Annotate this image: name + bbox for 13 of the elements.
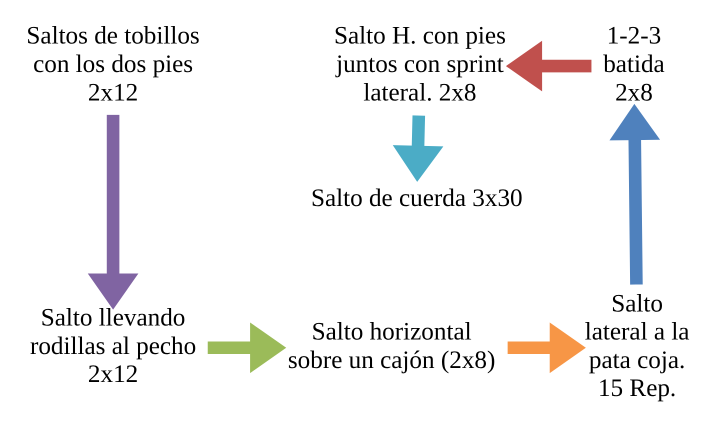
node-text: Salto de cuerda 3x30 [310,184,523,212]
node-text: Salto horizontal sobre un cajón (2x8) [288,318,496,374]
node-text: Salto llevando rodillas al pecho 2x12 [30,304,196,388]
arrow [392,114,444,182]
node-text: Saltos de tobillos con los dos pies 2x12 [26,22,200,106]
arrow [508,322,586,373]
node-text: 1-2-3 batida 2x8 [603,22,665,106]
node-text: Salto lateral a la pata coja. 15 Rep. [584,290,690,402]
arrow [506,40,592,91]
arrow [208,322,286,373]
node-text: Salto H. con pies juntos con sprint lateral. 2x8 [334,22,506,106]
arrow [88,114,138,310]
arrow [609,103,660,284]
